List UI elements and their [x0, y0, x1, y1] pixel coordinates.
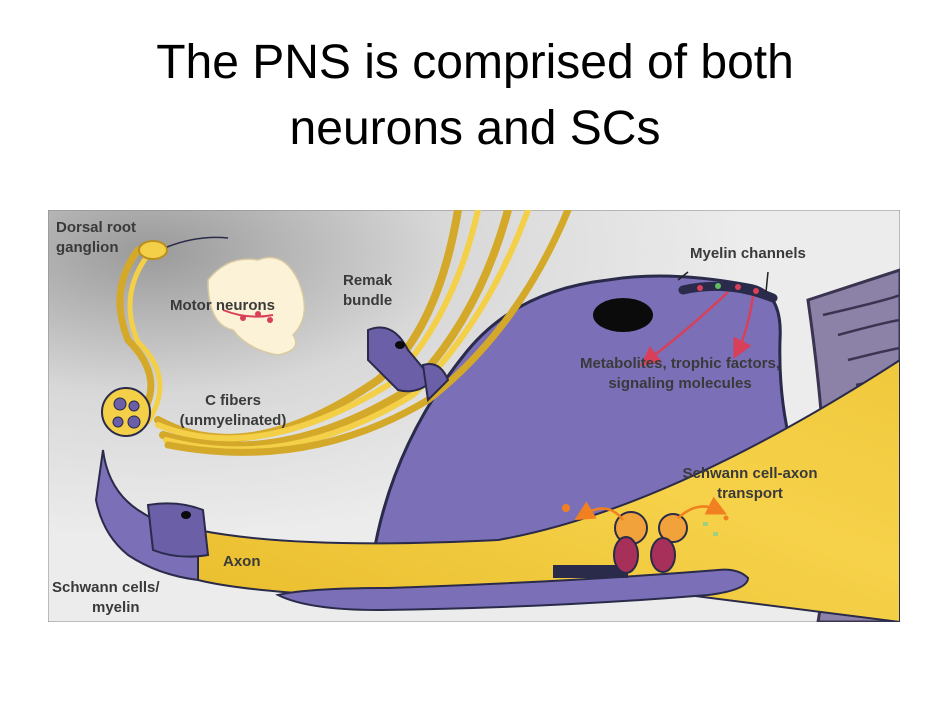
axon-schwann-membrane [275, 568, 750, 612]
myelin-channels [640, 271, 778, 367]
label-c-fibers-1: C fibers [205, 392, 261, 409]
label-schwann-cells-1: Schwann cells/ [52, 579, 160, 596]
remak-bundle [367, 326, 450, 403]
transport-vesicles [553, 496, 729, 578]
label-motor-neurons: Motor neurons [170, 297, 275, 314]
label-schwann-cells-2: myelin [92, 599, 140, 616]
slide-title-line-1: The PNS is comprised of both [156, 36, 794, 89]
label-myelin-channels: Myelin channels [690, 245, 806, 262]
schwann-nucleus [593, 298, 653, 332]
label-dorsal-root-ganglion: Dorsal root [56, 219, 136, 236]
label-axon: Axon [223, 553, 261, 570]
dorsal-root-ganglion [138, 236, 229, 260]
label-transport-1: Schwann cell-axon [682, 465, 817, 482]
label-transport-2: transport [717, 485, 783, 502]
label-remak-bundle-2: bundle [343, 292, 392, 309]
label-dorsal-root-ganglion-2: ganglion [56, 239, 119, 256]
label-metabolites-2: signaling molecules [608, 375, 751, 392]
label-metabolites-1: Metabolites, trophic factors, [580, 355, 780, 372]
slide-title-line-2: neurons and SCs [289, 102, 661, 155]
label-remak-bundle-1: Remak [343, 272, 393, 289]
pns-diagram: Dorsal root ganglion Motor neurons Remak… [48, 210, 900, 622]
nerve-fascicle [101, 387, 151, 437]
slide-title: The PNS is comprised of both neurons and… [0, 30, 950, 162]
spinal-cord-section [207, 256, 306, 356]
label-c-fibers-2: (unmyelinated) [180, 412, 287, 429]
myelin-segments [94, 449, 210, 582]
